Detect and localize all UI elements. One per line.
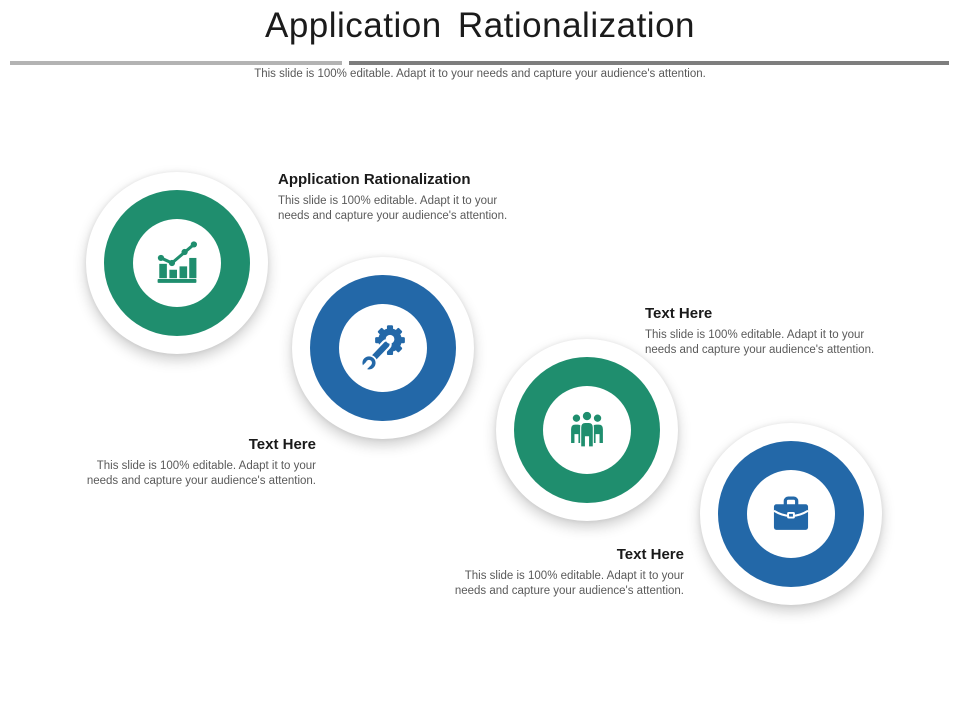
wrench-gear-icon xyxy=(358,325,405,374)
item-text-block-3: Text Here This slide is 100% editable. A… xyxy=(645,305,891,358)
item-text-block-2: Text Here This slide is 100% editable. A… xyxy=(70,436,316,489)
item-text-block-1: Application Rationalization This slide i… xyxy=(278,171,524,224)
milestone-ring-2 xyxy=(310,275,456,421)
title-divider-left xyxy=(10,61,342,65)
briefcase-icon xyxy=(773,496,809,530)
item-heading: Application Rationalization xyxy=(278,171,471,188)
item-text-block-4: Text Here This slide is 100% editable. A… xyxy=(438,546,684,599)
item-heading: Text Here xyxy=(248,436,316,453)
milestone-ring-1 xyxy=(104,190,250,336)
item-description: This slide is 100% editable. Adapt it to… xyxy=(86,460,316,488)
milestone-circle-3 xyxy=(496,339,678,521)
milestone-circle-1 xyxy=(86,172,268,354)
milestone-inner-4 xyxy=(747,470,835,558)
milestone-inner-2 xyxy=(339,304,427,392)
item-heading: Text Here xyxy=(645,305,713,322)
milestone-inner-1 xyxy=(133,219,221,307)
people-group-icon xyxy=(569,410,605,448)
slide-title: Application Rationalization xyxy=(264,6,696,45)
title-divider-right xyxy=(349,61,949,65)
item-description: This slide is 100% editable. Adapt it to… xyxy=(454,570,684,598)
item-description: This slide is 100% editable. Adapt it to… xyxy=(278,195,508,223)
item-heading: Text Here xyxy=(616,546,684,563)
milestone-ring-4 xyxy=(718,441,864,587)
slide-subtitle: This slide is 100% editable. Adapt it to… xyxy=(254,68,706,80)
milestone-inner-3 xyxy=(543,386,631,474)
milestone-ring-3 xyxy=(514,357,660,503)
milestone-circle-2 xyxy=(292,257,474,439)
item-description: This slide is 100% editable. Adapt it to… xyxy=(645,329,875,357)
milestone-circle-4 xyxy=(700,423,882,605)
growth-chart-icon xyxy=(157,241,197,283)
